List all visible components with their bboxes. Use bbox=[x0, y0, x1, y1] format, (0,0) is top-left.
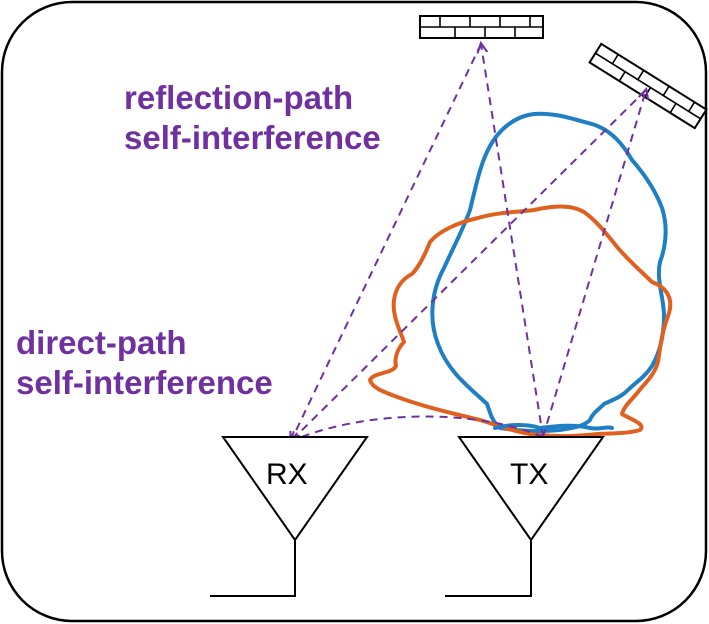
tx-label: TX bbox=[510, 458, 548, 491]
tx-to-reflector-path bbox=[481, 44, 544, 438]
reflection-path-label-line2: self-interference bbox=[124, 119, 381, 156]
direct-path-label: direct-path self-interference bbox=[16, 323, 273, 403]
orange-radiation-pattern bbox=[368, 204, 673, 439]
reflector-to-rx-path bbox=[291, 43, 482, 441]
tx-to-tilted-reflector-path bbox=[542, 90, 646, 438]
reflection-path-label-line1: reflection-path bbox=[124, 79, 354, 116]
blue-radiation-pattern bbox=[430, 111, 668, 434]
direct-path-label-line2: self-interference bbox=[16, 364, 273, 401]
tx-antenna: TX bbox=[445, 436, 605, 597]
brick-wall-reflector-top bbox=[419, 15, 544, 39]
direct-path bbox=[291, 415, 544, 441]
direct-path-label-line1: direct-path bbox=[16, 324, 187, 361]
rx-antenna: RX bbox=[210, 436, 369, 597]
reflection-path-label: reflection-path self-interference bbox=[124, 78, 381, 158]
interference-paths bbox=[291, 44, 646, 441]
rx-label: RX bbox=[266, 458, 308, 491]
blue-pattern-base bbox=[493, 423, 614, 431]
